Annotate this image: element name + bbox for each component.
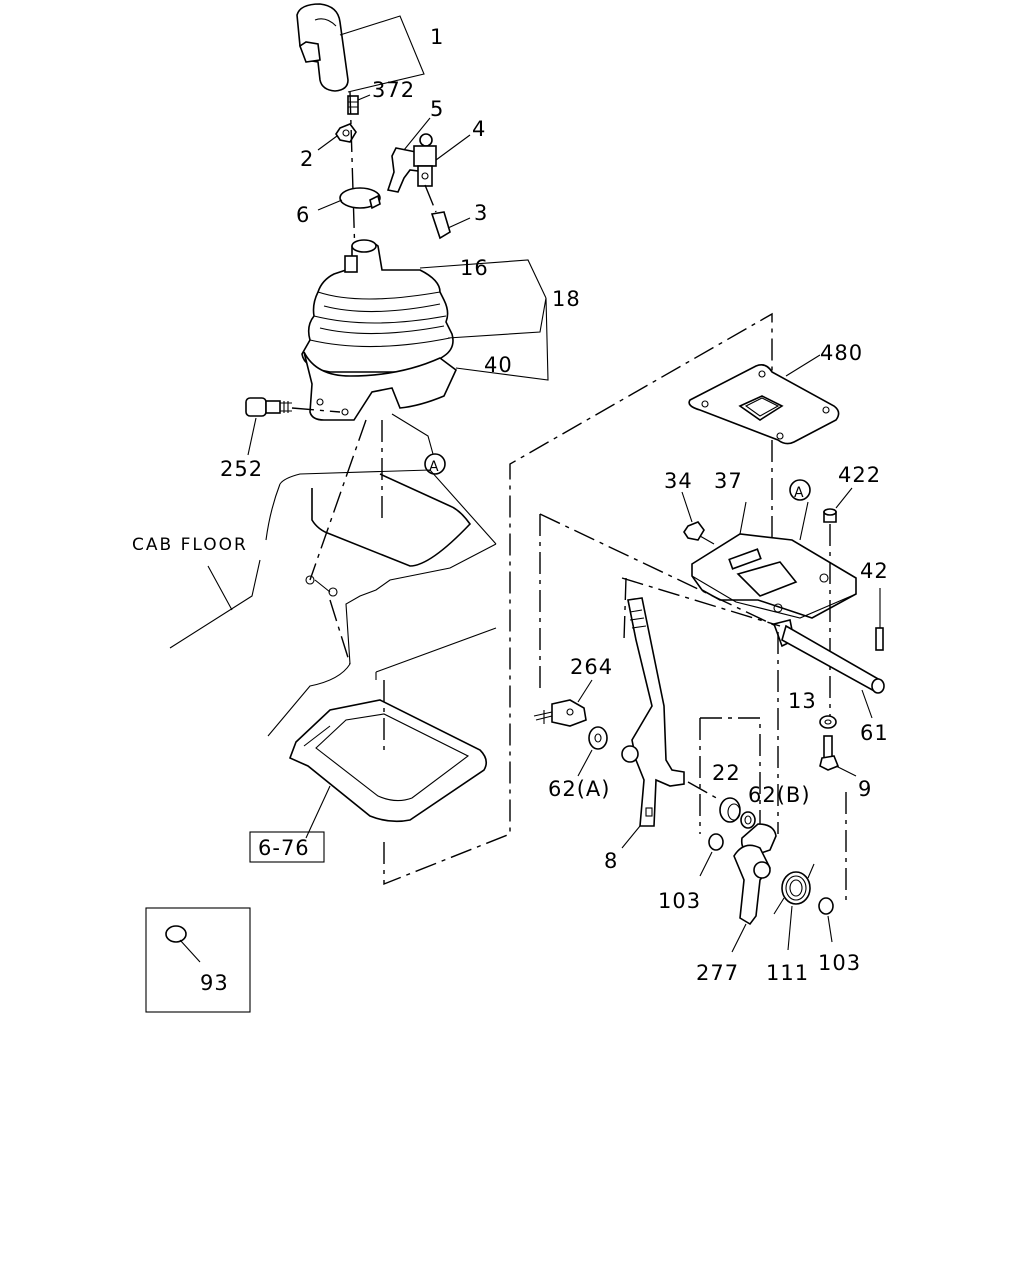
collar-103-left [699,833,724,877]
callout-103-left: 103 [658,889,701,913]
shaft-61 [621,577,885,719]
callout-252: 252 [220,457,263,481]
callout-13: 13 [788,689,817,713]
pin-42 [875,588,884,651]
lever-8 [621,577,721,849]
callout-16: 16 [460,256,489,280]
bolt-9 [819,735,857,777]
callout-34: 34 [664,469,693,493]
plate-480 [688,354,840,445]
marker-a-left [391,413,446,475]
callout-42: 42 [860,559,889,583]
switch-4 [413,133,471,187]
marker-a-right-label: A [794,485,804,501]
marker-a-left-label: A [429,459,439,475]
callout-2: 2 [300,147,314,171]
see-figure-box[interactable]: 6-76 [249,831,325,863]
callout-111: 111 [766,961,809,985]
callout-480: 480 [820,341,863,365]
callout-1: 1 [430,25,444,49]
callout-93: 93 [200,971,229,995]
shift-knob [296,3,349,92]
pin-422 [823,487,853,720]
callout-61: 61 [860,721,889,745]
floor-seal [288,680,488,839]
callout-4: 4 [472,117,486,141]
callout-3: 3 [474,201,488,225]
see-figure-label: 6-76 [258,836,310,860]
cab-floor [169,419,497,737]
plate-40 [303,351,457,421]
callout-372: 372 [372,78,415,102]
callout-leader-18 [419,259,549,381]
nut-34 [681,491,715,545]
washer-62b [740,811,756,829]
marker-a-right [789,479,811,501]
collar-103-right [818,897,834,943]
callout-62a: 62(A) [548,777,610,801]
callout-8: 8 [604,849,618,873]
callout-40: 40 [484,353,513,377]
spring-111 [773,863,815,951]
bracket-37 [691,501,857,648]
clamp-6 [317,187,381,211]
callout-9: 9 [858,777,872,801]
callout-leader-1 [339,15,425,93]
callout-5: 5 [430,97,444,121]
callout-22: 22 [712,761,741,785]
callout-62b: 62(B) [748,783,811,807]
bushing-22 [719,797,741,823]
callout-422: 422 [838,463,881,487]
callout-103-right: 103 [818,951,861,975]
callout-18: 18 [552,287,581,311]
bracket-264 [533,679,593,727]
callout-277: 277 [696,961,739,985]
cab-floor-label: CAB FLOOR [132,535,248,555]
shift-boot-16 [301,239,454,373]
callout-6: 6 [296,203,310,227]
callout-37: 37 [714,469,743,493]
washer-13 [819,715,837,729]
arm-277 [731,823,777,953]
screw-372 [347,94,371,115]
callout-264: 264 [570,655,613,679]
bolt-252 [245,397,341,456]
connector-3 [424,184,471,240]
bushing-62a [577,726,608,777]
inset-box-93 [145,907,251,1013]
nut-2 [317,123,357,151]
